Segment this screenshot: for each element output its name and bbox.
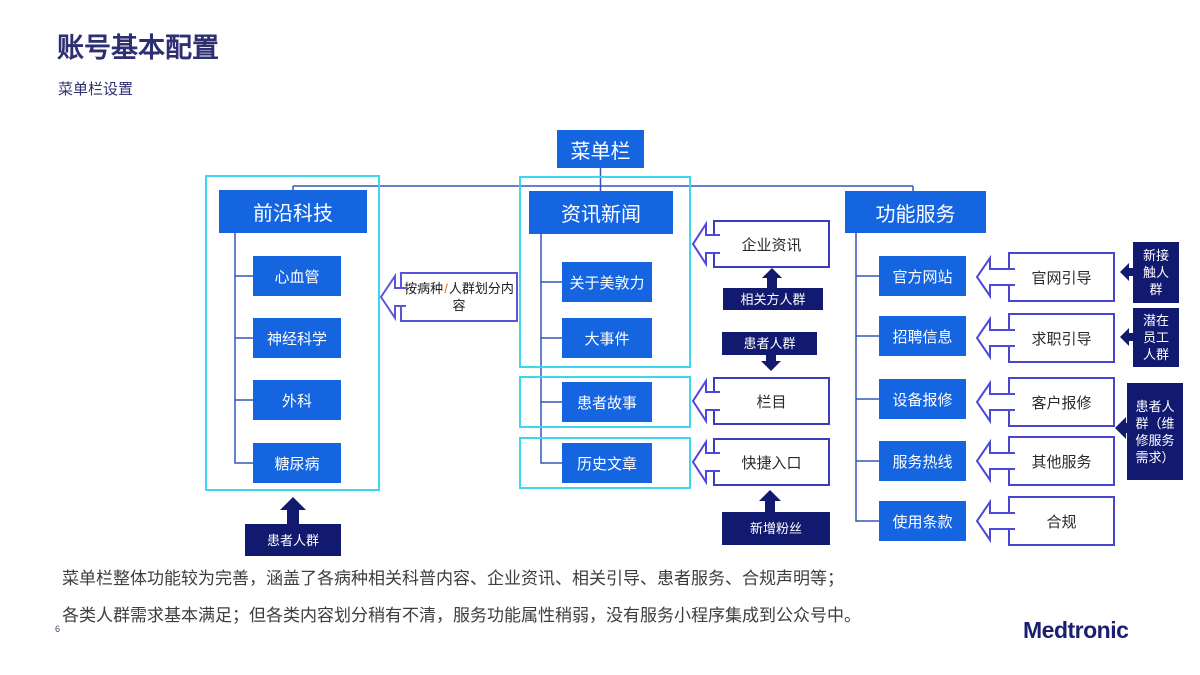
note-text: 按病种/人群划分内容 bbox=[404, 281, 514, 313]
node-recruitment: 招聘信息 bbox=[879, 316, 966, 356]
page-number: 6 bbox=[55, 624, 61, 634]
box-column: 栏目 bbox=[713, 377, 830, 425]
tag-new-contact-group: 新接触人群 bbox=[1133, 242, 1179, 303]
tag-stakeholder-group: 相关方人群 bbox=[723, 288, 823, 310]
medtronic-logo: Medtronic bbox=[1023, 617, 1129, 643]
node-surgery: 外科 bbox=[253, 380, 341, 420]
summary-text: 菜单栏整体功能较为完善，涵盖了各病种相关科普内容、企业资讯、相关引导、患者服务、… bbox=[62, 560, 1012, 634]
node-neuroscience: 神经科学 bbox=[253, 318, 341, 358]
summary-line-2: 各类人群需求基本满足；但各类内容划分稍有不清，服务功能属性稍弱，没有服务小程序集… bbox=[62, 606, 861, 625]
node-big-events: 大事件 bbox=[562, 318, 652, 358]
tag-patient-group-left: 患者人群 bbox=[245, 524, 341, 556]
node-patient-stories: 患者故事 bbox=[562, 382, 652, 422]
node-terms-of-use: 使用条款 bbox=[879, 501, 966, 541]
tag-patient-group-middle: 患者人群 bbox=[722, 332, 817, 355]
box-quick-entry: 快捷入口 bbox=[713, 438, 830, 486]
solid-arrow-stakeholder-up-icon bbox=[762, 268, 782, 288]
tag-new-fans: 新增粉丝 bbox=[722, 512, 830, 545]
node-service-hotline: 服务热线 bbox=[879, 441, 966, 481]
node-official-website: 官方网站 bbox=[879, 256, 966, 296]
summary-line-1: 菜单栏整体功能较为完善，涵盖了各病种相关科普内容、企业资讯、相关引导、患者服务、… bbox=[62, 569, 844, 588]
solid-arrow-patient-group-up-icon bbox=[280, 497, 306, 524]
box-customer-repair: 客户报修 bbox=[1008, 377, 1115, 427]
frame-left-column bbox=[205, 175, 380, 491]
note-content-split: 按病种/人群划分内容 bbox=[400, 272, 518, 322]
frame-middle-news bbox=[519, 176, 691, 368]
node-history-articles: 历史文章 bbox=[562, 443, 652, 483]
node-about-medtronic: 关于美敦力 bbox=[562, 262, 652, 302]
box-job-guide: 求职引导 bbox=[1008, 313, 1115, 363]
node-diabetes: 糖尿病 bbox=[253, 443, 341, 483]
node-frontier-tech: 前沿科技 bbox=[219, 190, 367, 233]
tag-patient-repair-group: 患者人群（维修服务需求） bbox=[1127, 383, 1183, 480]
page-subtitle: 菜单栏设置 bbox=[58, 81, 134, 98]
box-compliance: 合规 bbox=[1008, 496, 1115, 546]
box-other-services: 其他服务 bbox=[1008, 436, 1115, 486]
frame-patient-stories bbox=[519, 376, 691, 428]
solid-arrow-patient-down-icon bbox=[761, 355, 781, 371]
node-function-services: 功能服务 bbox=[845, 191, 986, 233]
frame-history-articles bbox=[519, 437, 691, 489]
box-website-guide: 官网引导 bbox=[1008, 252, 1115, 302]
tag-potential-employee-group: 潜在员工人群 bbox=[1133, 308, 1179, 367]
right-tree-lines bbox=[855, 233, 879, 522]
node-equipment-repair: 设备报修 bbox=[879, 379, 966, 419]
node-menu-bar: 菜单栏 bbox=[557, 130, 644, 168]
solid-arrow-new-fans-up-icon bbox=[759, 490, 781, 512]
node-news-info: 资讯新闻 bbox=[529, 191, 673, 234]
page-title: 账号基本配置 bbox=[57, 33, 219, 63]
box-corporate-info: 企业资讯 bbox=[713, 220, 830, 268]
node-cardiovascular: 心血管 bbox=[253, 256, 341, 296]
